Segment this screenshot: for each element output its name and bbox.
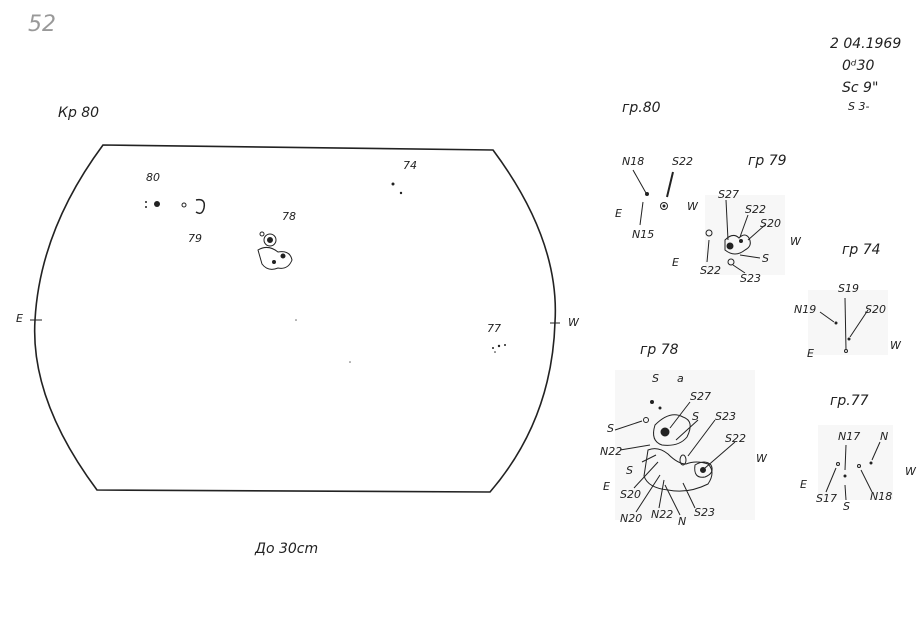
footer-note: До 30cm <box>255 541 319 557</box>
panel-74 <box>808 290 888 355</box>
detail-sketch-77 <box>825 441 881 501</box>
group-74-title: гр 74 <box>842 242 881 258</box>
label-s-mid: S <box>692 410 699 423</box>
label-s27: S27 <box>690 390 711 403</box>
group-number-74: 74 <box>403 159 417 172</box>
label-n17: N17 <box>838 430 861 443</box>
page-number: 52 <box>28 12 56 37</box>
label-e: E <box>672 256 679 269</box>
label-w: W <box>905 465 916 478</box>
label-n19: N19 <box>794 303 817 316</box>
label-e: E <box>800 478 807 491</box>
label-n18: N18 <box>870 490 893 503</box>
group-number-80: 80 <box>146 171 160 184</box>
seeing-value: Sc 9" <box>842 80 879 96</box>
label-n15: N15 <box>632 228 655 241</box>
spots-group-77 <box>492 344 506 353</box>
label-s-left: S <box>607 422 614 435</box>
group-number-79: 79 <box>188 232 202 245</box>
label-s: S <box>652 372 659 385</box>
detail-sketch-74 <box>819 297 869 353</box>
label-s: S <box>843 500 850 513</box>
label-s20: S20 <box>865 303 886 316</box>
label-s-low: S <box>626 464 633 477</box>
label-a: a <box>677 372 684 385</box>
label-n22: N22 <box>600 445 623 458</box>
label-s19: S19 <box>838 282 859 295</box>
label-s: S <box>762 252 769 265</box>
label-s22: S22 <box>672 155 693 168</box>
label-w: W <box>790 235 801 248</box>
label-n22b: N22 <box>651 508 674 521</box>
label-s22: S22 <box>745 203 766 216</box>
detail-sketch-79 <box>705 199 766 274</box>
label-s23b: S23 <box>694 506 715 519</box>
spots-group-78 <box>257 231 293 270</box>
detail-sketch-78 <box>614 400 736 516</box>
west-label: W <box>568 316 579 329</box>
label-s20: S20 <box>620 488 641 501</box>
label-n20: N20 <box>620 512 643 525</box>
label-s17: S17 <box>816 492 837 505</box>
group-80-title: гр.80 <box>622 100 661 116</box>
group-79-title: гр 79 <box>748 153 787 169</box>
label-e: E <box>603 480 610 493</box>
label-s22: S22 <box>725 432 746 445</box>
label-w: W <box>756 452 767 465</box>
panel-77 <box>818 425 893 500</box>
scale-value: S 3- <box>848 100 870 113</box>
spots-group-74 <box>391 182 403 195</box>
rotation-label: Кр 80 <box>58 105 100 121</box>
label-w: W <box>687 200 698 213</box>
label-s22b: S22 <box>700 264 721 277</box>
label-n18: N18 <box>622 155 645 168</box>
east-label: E <box>16 312 23 325</box>
label-s20: S20 <box>760 217 781 230</box>
spots-group-80 <box>145 198 206 215</box>
detail-sketch-80 <box>632 169 674 226</box>
label-e: E <box>807 347 814 360</box>
label-s23: S23 <box>740 272 761 285</box>
label-w: W <box>890 339 901 352</box>
observation-date: 2 04.1969 <box>830 36 902 52</box>
group-78-title: гр 78 <box>640 342 679 358</box>
solar-disk-outline <box>33 144 557 493</box>
group-77-title: гр.77 <box>830 393 869 409</box>
group-number-78: 78 <box>282 210 296 223</box>
label-e: E <box>615 207 622 220</box>
label-s27: S27 <box>718 188 739 201</box>
label-n: N <box>880 430 889 443</box>
label-s23: S23 <box>715 410 736 423</box>
label-n: N <box>678 515 687 528</box>
group-number-77: 77 <box>487 322 501 335</box>
observation-time: 0ᵈ30 <box>842 58 875 74</box>
